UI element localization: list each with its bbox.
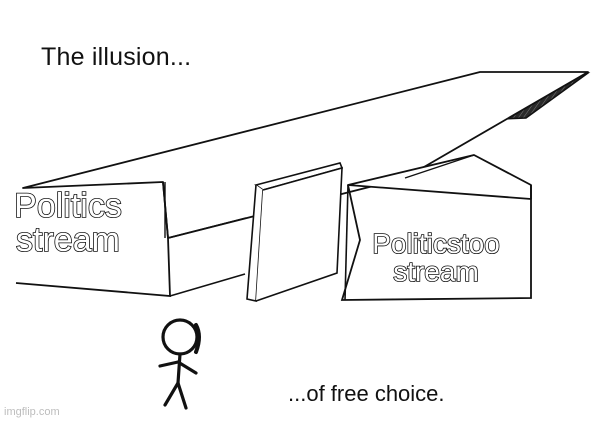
bottom-caption: ...of free choice. [288,381,445,406]
top-caption: The illusion... [41,43,192,71]
left-path-label: Politics stream [13,187,122,259]
watermark: imgflip.com [4,406,60,418]
stick-figure [158,318,201,410]
right-path-label: Politicstoo stream [371,228,500,287]
